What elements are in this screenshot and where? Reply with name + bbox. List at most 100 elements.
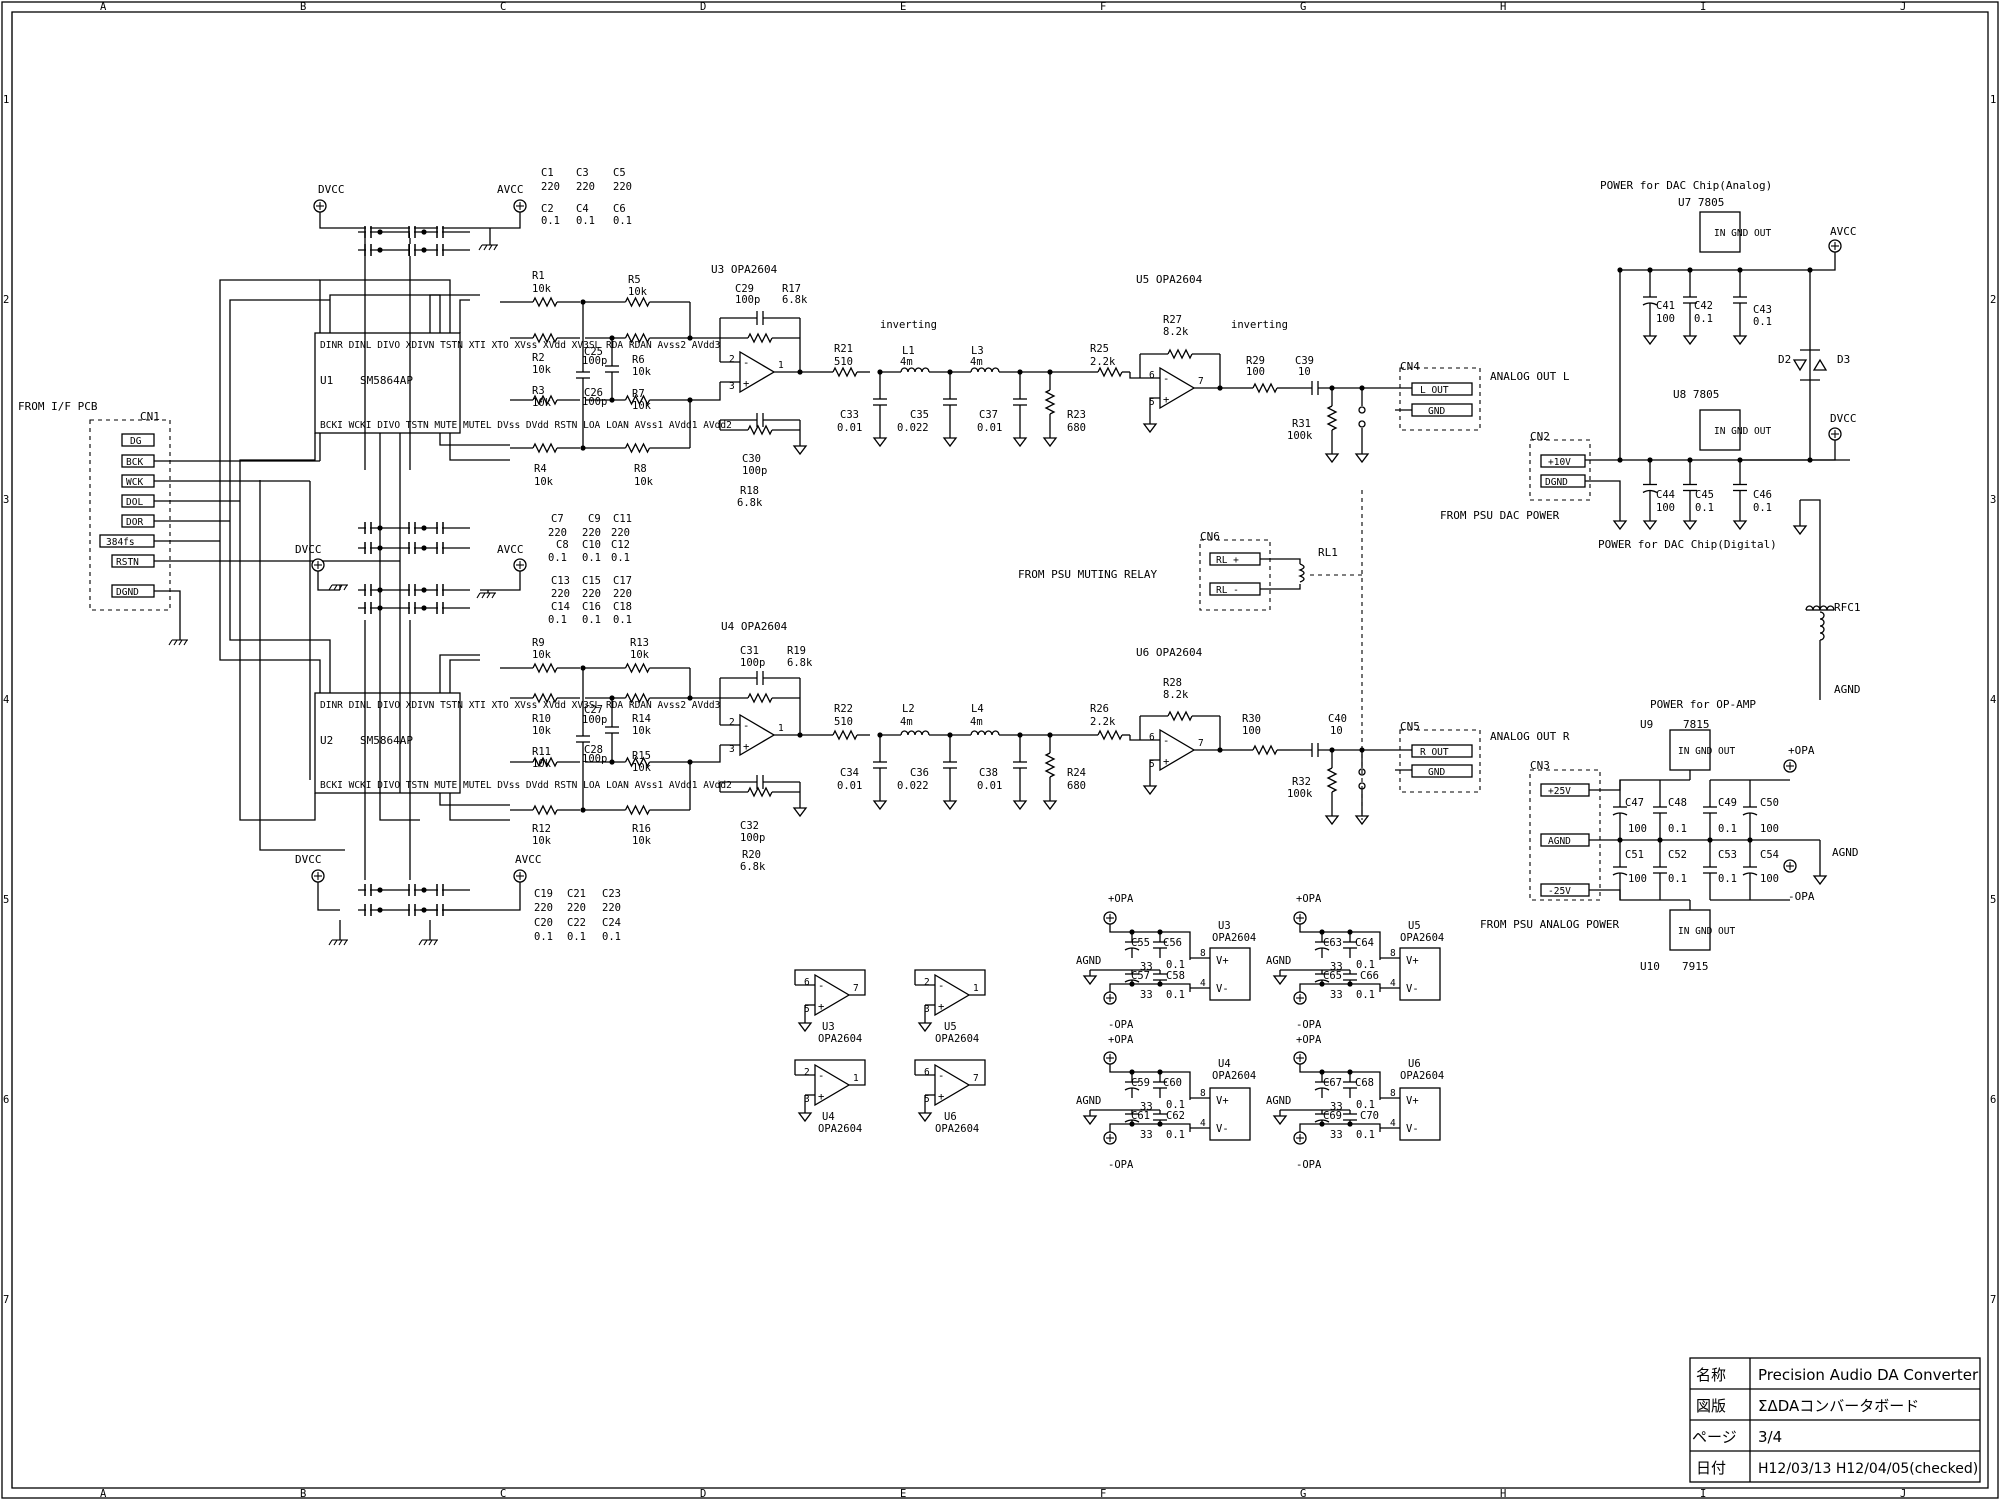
capacitor [1703, 840, 1717, 900]
svg-text:-OPA: -OPA [1296, 1019, 1322, 1031]
svg-text:SM5864AP: SM5864AP [360, 374, 413, 387]
svg-text:C21: C21 [567, 888, 586, 900]
dac-power-labels: POWER for DAC Chip(Analog) U7 7805 AVCC … [1440, 179, 1861, 696]
svg-text:U4: U4 [1218, 1058, 1231, 1070]
decoupling-capacitor [364, 584, 372, 596]
svg-text:R11: R11 [532, 746, 551, 758]
svg-text:AGND: AGND [1076, 955, 1101, 967]
ground-symbol [1355, 448, 1369, 463]
wire [532, 756, 558, 768]
svg-text:C22: C22 [567, 917, 586, 929]
pin-number: 5 [804, 1004, 810, 1015]
resistor [585, 804, 690, 816]
junction-dot [1319, 929, 1325, 935]
svg-text:C65: C65 [1323, 970, 1342, 982]
svg-text:100p: 100p [582, 714, 607, 726]
capacitor [605, 698, 619, 762]
regulator-u8 [1699, 409, 1741, 451]
capacitor [1733, 270, 1747, 330]
pin-number: 5 [1149, 759, 1155, 770]
wire [1109, 1064, 1191, 1100]
dvcc-supply-mid: DVCC [295, 543, 349, 591]
svg-text:DOL: DOL [126, 497, 143, 508]
resistor [720, 332, 800, 344]
wire [1097, 366, 1123, 378]
svg-text:C66: C66 [1360, 970, 1379, 982]
svg-text:BCK: BCK [126, 457, 143, 468]
svg-text:10k: 10k [532, 397, 552, 409]
wire [1044, 389, 1056, 415]
cap-gap [366, 542, 370, 554]
svg-text:C56: C56 [1163, 937, 1182, 949]
cap-value: 33 [1330, 961, 1343, 973]
svg-text:C63: C63 [1323, 937, 1342, 949]
svg-text:D2: D2 [1778, 353, 1791, 366]
cap-gap [410, 522, 414, 534]
ground-triangle [1143, 785, 1157, 795]
svg-text:R6: R6 [632, 354, 645, 366]
capacitor [1013, 735, 1027, 795]
svg-text:OPA2604: OPA2604 [935, 1123, 979, 1135]
svg-text:C18: C18 [613, 601, 632, 613]
vminus-label: V- [1406, 983, 1419, 995]
svg-text:R29: R29 [1246, 355, 1265, 367]
svg-text:R7: R7 [632, 388, 645, 400]
svg-text:C4: C4 [576, 203, 589, 215]
svg-text:R3: R3 [532, 385, 545, 397]
pin-number: 3 [729, 381, 735, 392]
resistor [510, 662, 580, 674]
ground-symbol [1613, 515, 1627, 530]
capacitor [943, 735, 957, 795]
opamp-triangle [1159, 366, 1196, 410]
junction-dot [1737, 267, 1743, 273]
svg-text:C5: C5 [613, 167, 626, 179]
svg-text:C36: C36 [910, 767, 929, 779]
svg-text:5: 5 [1990, 894, 1996, 906]
wire [1326, 767, 1338, 793]
wire [624, 332, 651, 344]
pin-number: 2 [729, 354, 735, 365]
decoupling-capacitor [436, 884, 444, 896]
inductor [1805, 605, 1835, 611]
wire [1129, 735, 1160, 741]
decoupling-capacitor [436, 904, 444, 916]
svg-text:220: 220 [582, 588, 601, 600]
junction-dot [797, 732, 803, 738]
svg-text:0.022: 0.022 [897, 780, 929, 792]
svg-text:C: C [500, 1488, 506, 1500]
opamp-sign: + [1163, 394, 1169, 406]
junction-dot [377, 247, 383, 253]
ground-symbol [793, 440, 807, 455]
inductor [880, 367, 950, 373]
junction-dot [1157, 929, 1163, 935]
ground-triangle [1273, 1115, 1287, 1125]
svg-text:U4 OPA2604: U4 OPA2604 [721, 620, 788, 633]
cap-plate [1612, 872, 1628, 876]
svg-text:C30: C30 [742, 453, 761, 465]
ground-triangle [873, 437, 887, 447]
pin-number: 8 [1390, 948, 1396, 959]
svg-text:C11: C11 [613, 513, 632, 525]
resistor [820, 729, 870, 741]
svg-text:C10: C10 [582, 539, 601, 551]
svg-text:C47: C47 [1625, 797, 1644, 809]
svg-text:C28: C28 [584, 744, 603, 756]
ground-symbol [1683, 515, 1697, 530]
cn4-connector: CN4 L OUT GND ANALOG OUT L [1399, 360, 1570, 431]
svg-text:100: 100 [1656, 313, 1675, 325]
ground-symbol [1143, 780, 1157, 795]
svg-text:CN2: CN2 [1530, 430, 1550, 443]
channel-left-analog-chain: -+231-+657 [500, 296, 1412, 463]
cap-gap [366, 244, 370, 256]
svg-text:C70: C70 [1360, 1110, 1379, 1122]
ground-triangle [1043, 437, 1057, 447]
svg-text:3: 3 [1990, 494, 1996, 506]
svg-text:R14: R14 [632, 713, 651, 725]
junction-dot [377, 229, 383, 235]
ground-symbol [1733, 330, 1747, 345]
svg-text:C64: C64 [1355, 937, 1374, 949]
svg-text:R10: R10 [532, 713, 551, 725]
wire [532, 442, 558, 454]
cap-gap [410, 226, 414, 238]
